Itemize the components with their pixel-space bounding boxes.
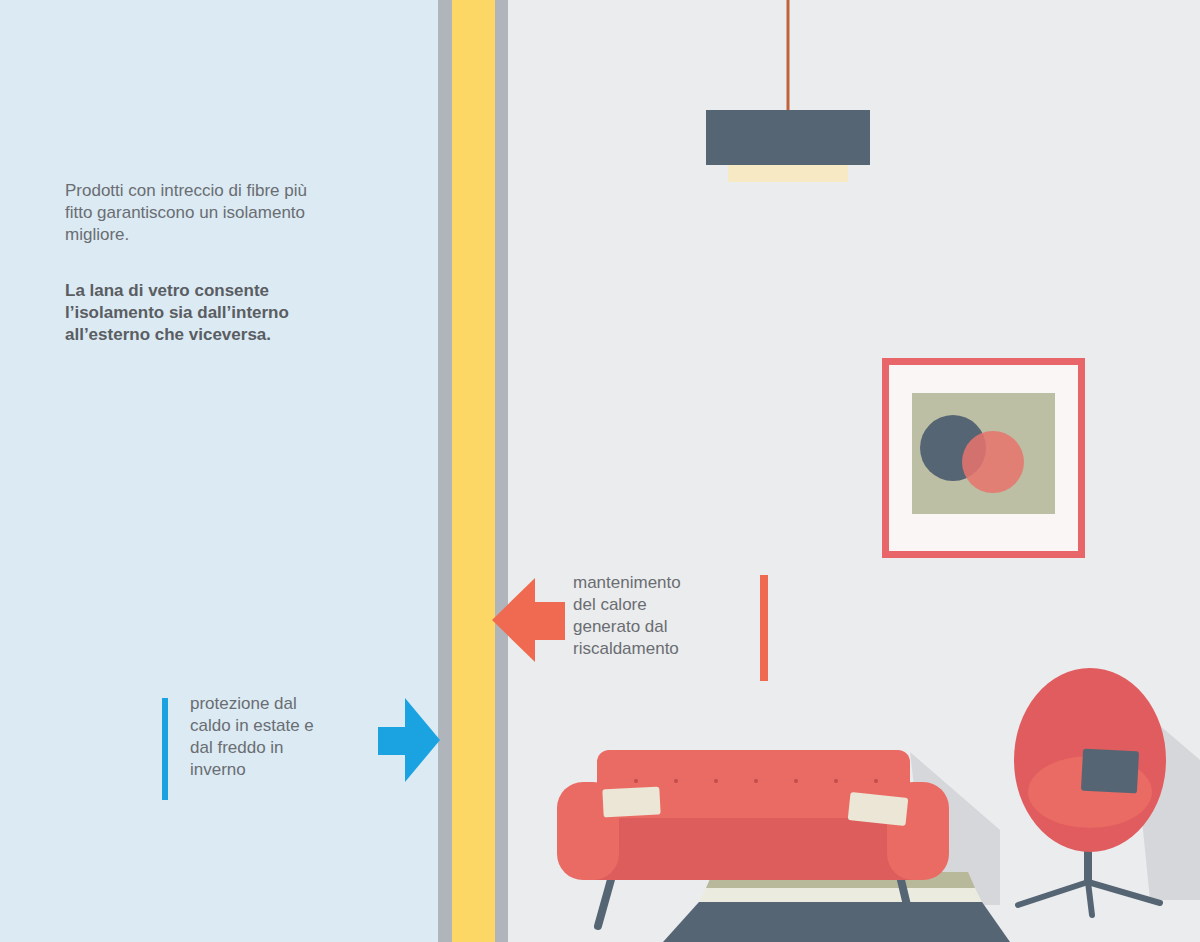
room-area [508, 0, 1200, 942]
cold-arrow [378, 698, 440, 782]
glass-wool-layer [452, 0, 495, 942]
outside-area [0, 0, 438, 942]
picture-frame [882, 358, 1085, 558]
rug [663, 902, 1010, 942]
lamp-shade [706, 110, 870, 165]
sofa-arm [887, 782, 949, 880]
sofa-leg [598, 876, 612, 926]
chair-shell [1014, 668, 1166, 852]
sofa-seat [580, 818, 925, 880]
picture-canvas [912, 393, 1055, 514]
cushion [848, 792, 909, 826]
accent-bar [162, 698, 168, 800]
wall-layer [438, 0, 452, 942]
sofa-buttons [634, 779, 878, 783]
heat-arrow [492, 578, 565, 662]
callout-text: protezione dal caldo in estate e dal fre… [190, 693, 318, 781]
callout-text: mantenimento del calore generato dal ris… [573, 572, 691, 660]
lamp-cord [787, 0, 790, 110]
lamp-light [728, 165, 848, 182]
note-text: Prodotti con intreccio di fibre più fitt… [65, 180, 327, 246]
picture-mat [889, 365, 1078, 551]
rug [699, 888, 982, 902]
picture-circle [962, 431, 1024, 493]
accent-bar [760, 575, 768, 681]
cushion [602, 787, 660, 818]
chair-base [1018, 882, 1160, 915]
sofa-leg [900, 876, 912, 926]
wall-layer [495, 0, 508, 942]
note-text: La lana di vetro consente l’isolamento s… [65, 280, 357, 346]
tablet [1081, 749, 1139, 794]
